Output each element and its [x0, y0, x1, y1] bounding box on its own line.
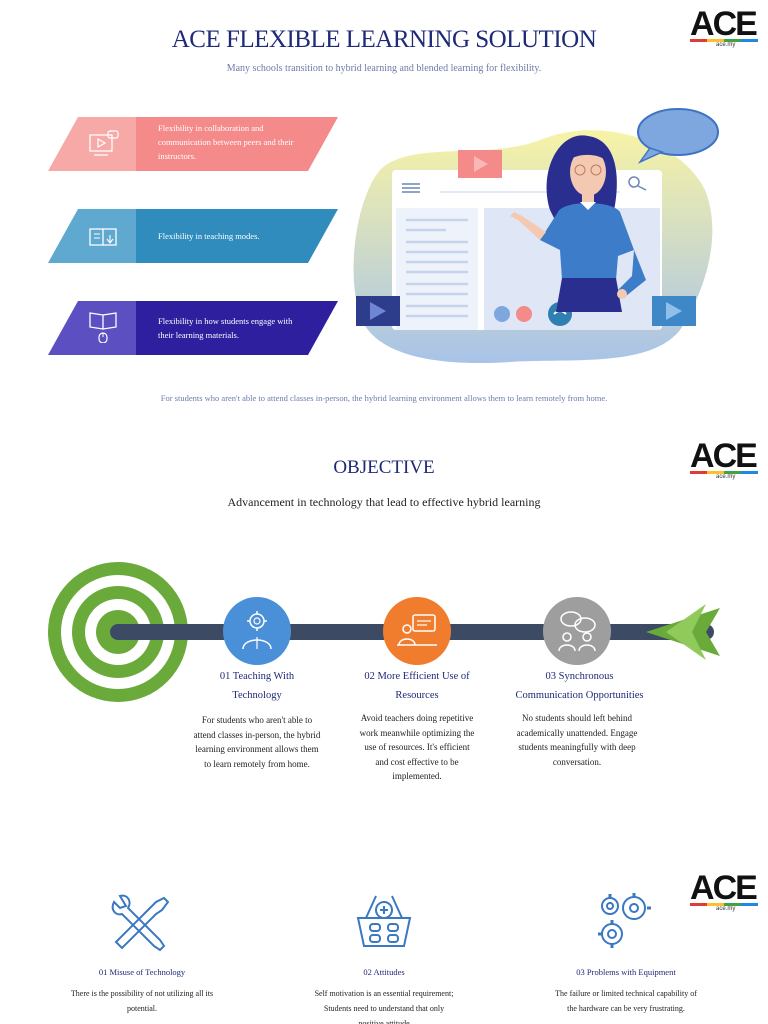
challenge-title: 01 Misuse of Technology	[98, 967, 186, 977]
logo-letter: E	[735, 869, 758, 907]
challenge-desc: Self motivation is an essential requirem…	[314, 989, 454, 1024]
logo-letter: E	[735, 5, 758, 43]
logo-letter: A	[690, 437, 715, 475]
speech-bubble-icon	[637, 108, 719, 156]
chat-people-icon	[543, 597, 611, 665]
logo-letter: E	[735, 437, 758, 475]
objective-step-title: 02 More Efficient Use of Resources	[364, 671, 470, 701]
logo-letter: C	[712, 869, 738, 907]
open-book-icon	[89, 228, 117, 246]
logo-sub: ace.my	[716, 42, 736, 48]
teacher-illustration	[353, 108, 719, 364]
logo-sub: ace.my	[716, 906, 736, 912]
objective-step-title: 01 Teaching With Technology	[219, 671, 295, 701]
flex-item-text: Flexibility in collaboration and communi…	[158, 123, 294, 161]
arrow-fletching-icon	[646, 604, 720, 660]
flex-item-engagement: Flexibility in how students engage with …	[48, 301, 338, 355]
flex-item-text: Flexibility in teaching modes.	[158, 231, 260, 241]
page-subtitle: Many schools transition to hybrid learni…	[226, 63, 542, 74]
objective-step-desc: For students who aren't able to attend c…	[193, 715, 321, 769]
objective-subtitle: Advancement in technology that lead to e…	[227, 495, 541, 509]
logo-letter: A	[690, 5, 715, 43]
challenge-desc: There is the possibility of not utilizin…	[70, 989, 214, 1013]
flex-item-text: Flexibility in how students engage with …	[158, 316, 293, 340]
objective-step-title: 03 Synchronous Communication Opportuniti…	[515, 671, 644, 701]
teacher-gear-icon	[223, 597, 291, 665]
basket-icon	[356, 895, 412, 947]
challenge-desc: The failure or limited technical capabil…	[555, 989, 697, 1013]
gears-icon	[598, 893, 651, 948]
objective-step-desc: No students should left behind academica…	[516, 713, 638, 767]
ribbon-shape	[48, 209, 338, 263]
challenge-title: 03 Problems with Equipment	[576, 967, 676, 977]
book-mouse-icon	[89, 312, 117, 343]
presentation-icon	[383, 597, 451, 665]
logo-sub: ace.my	[716, 474, 736, 480]
challenge-title: 02 Attitudes	[363, 967, 405, 977]
objective-step-desc: Avoid teachers doing repetitive work mea…	[359, 713, 475, 781]
logo-letter: C	[712, 5, 738, 43]
tools-icon	[111, 894, 170, 952]
speaker-icon	[494, 306, 510, 322]
flex-item-collaboration: Flexibility in collaboration and communi…	[48, 117, 338, 171]
logo-letter: C	[712, 437, 738, 475]
video-lesson-icon	[89, 130, 119, 156]
mic-icon	[516, 306, 532, 322]
page-title: ACE FLEXIBLE LEARNING SOLUTION	[171, 26, 597, 53]
search-icon	[628, 176, 640, 188]
objective-title: OBJECTIVE	[333, 457, 435, 478]
flex-item-teaching-modes: Flexibility in teaching modes.	[48, 209, 338, 263]
hybrid-footnote: For students who aren't able to attend c…	[160, 393, 608, 403]
logo-letter: A	[690, 869, 715, 907]
